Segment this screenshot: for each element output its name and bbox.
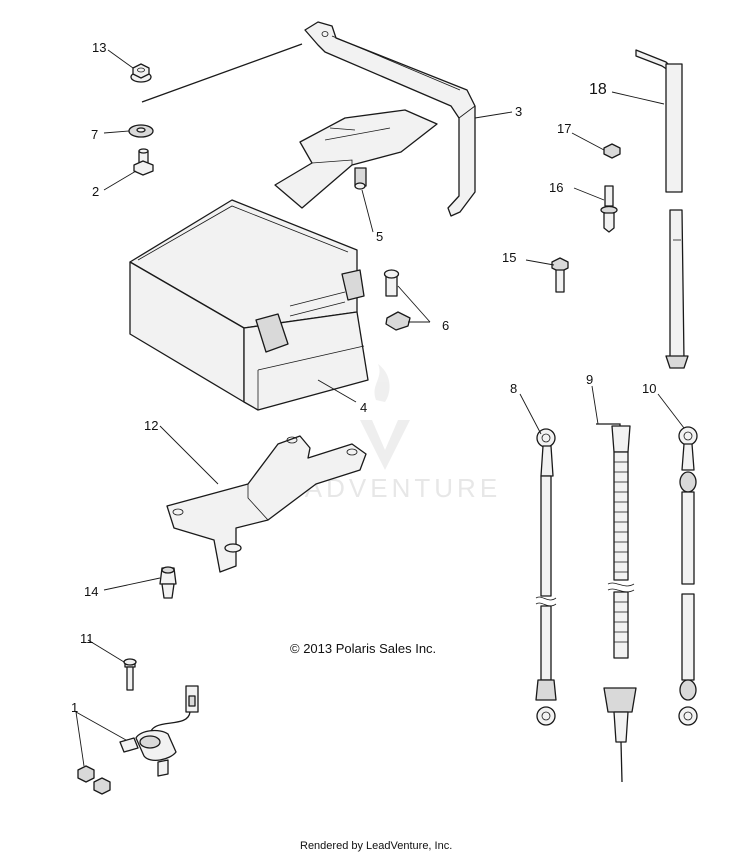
part-9-cable	[596, 423, 637, 783]
callout-3: 3	[515, 104, 522, 119]
callout-17: 17	[557, 121, 571, 136]
callout-12: 12	[144, 418, 158, 433]
callout-9: 9	[586, 372, 593, 387]
part-14-push-rivet	[159, 566, 177, 599]
part-12-tray	[166, 435, 367, 573]
callout-5: 5	[376, 229, 383, 244]
part-4-battery	[129, 199, 369, 411]
leader-lines	[75, 49, 685, 767]
callout-7: 7	[91, 127, 98, 142]
part-16-stud	[600, 185, 618, 233]
part-8-cable	[535, 428, 557, 726]
callout-1: 1	[71, 700, 78, 715]
callout-16: 16	[549, 180, 563, 195]
footer-text: Rendered by LeadVenture, Inc.	[300, 840, 452, 852]
part-10-cable	[678, 426, 698, 726]
part-17-nut	[603, 143, 621, 159]
part-11-bolt	[123, 658, 137, 691]
callout-11: 11	[80, 631, 94, 646]
callout-4: 4	[360, 400, 367, 415]
callout-8: 8	[510, 381, 517, 396]
part-13-flange-nut	[130, 63, 152, 83]
part-6-terminal-hardware	[383, 269, 411, 331]
part-1-solenoid	[77, 685, 199, 795]
part-15-bolt	[551, 257, 569, 293]
callout-numbers: 13 7 2 3 5 6 4 12 14 11 1 15 16 17 18 8 …	[71, 40, 656, 715]
copyright-text: © 2013 Polaris Sales Inc.	[290, 641, 436, 656]
callout-18: 18	[589, 81, 607, 98]
callout-2: 2	[92, 184, 99, 199]
callout-6: 6	[442, 318, 449, 333]
callout-14: 14	[84, 584, 98, 599]
callout-10: 10	[642, 381, 656, 396]
part-2-bolt	[133, 148, 154, 176]
callout-13: 13	[92, 40, 106, 55]
part-3-bracket	[141, 21, 476, 217]
part-5-plate	[274, 109, 438, 209]
part-18-rod	[635, 49, 689, 369]
part-7-washer	[128, 124, 154, 138]
callout-15: 15	[502, 250, 516, 265]
